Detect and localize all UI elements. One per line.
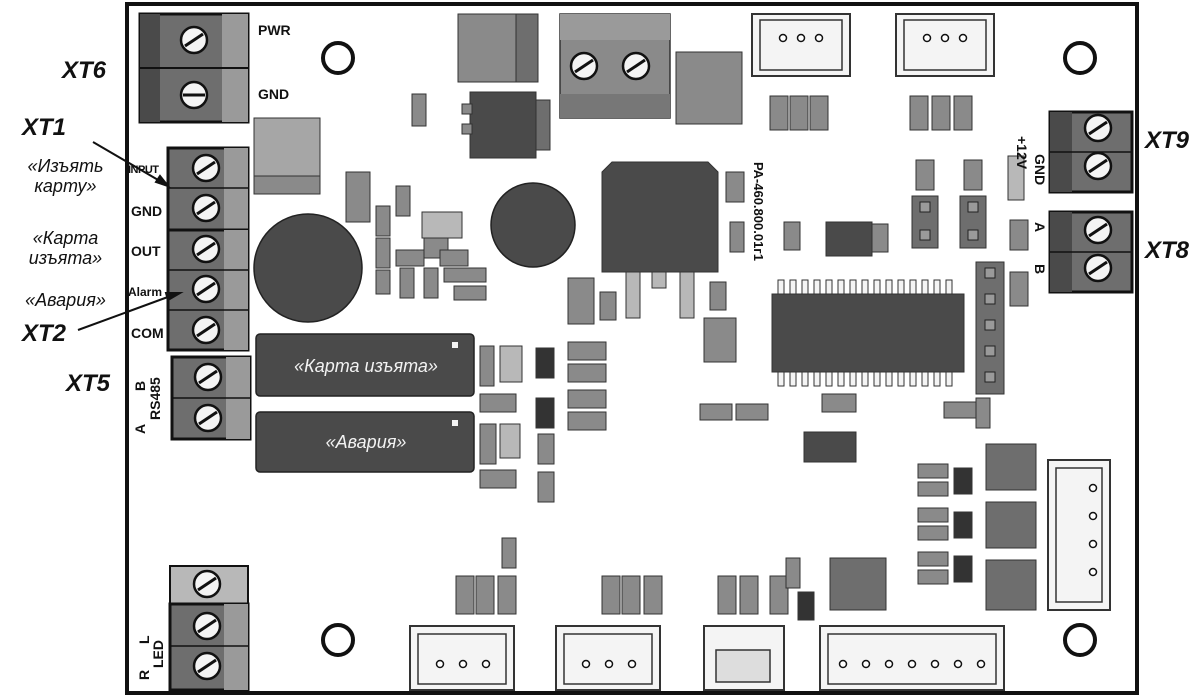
- pin-a: A: [132, 423, 148, 434]
- pin-gnd: GND: [131, 203, 163, 219]
- function-label-remove-card: «Изъять карту»: [27, 156, 104, 196]
- ic-pins: [777, 279, 953, 387]
- pin-r: R: [136, 669, 152, 680]
- pin-out: OUT: [131, 243, 161, 259]
- mounting-hole: [321, 623, 355, 657]
- mounting-hole: [1063, 623, 1097, 657]
- xt5-label: XT5: [66, 370, 111, 397]
- xt6-label: XT6: [62, 57, 107, 84]
- pin-a: A: [1032, 222, 1048, 233]
- header-pins: [919, 201, 996, 383]
- pin-gnd: GND: [258, 86, 290, 102]
- pin-alarm: Alarm: [128, 285, 163, 299]
- pin-gnd: GND: [1032, 154, 1048, 186]
- leader-lines: [77, 141, 184, 331]
- xt1-label: XT1: [22, 114, 67, 141]
- xt8-label: XT8: [1145, 237, 1190, 264]
- pin-pwr: PWR: [258, 22, 291, 38]
- led-label: LED: [150, 640, 166, 668]
- led-terminal: [168, 565, 250, 692]
- relay-label-alarm: «Авария»: [325, 432, 407, 452]
- xt2-label: XT2: [22, 320, 67, 347]
- function-label-alarm: «Авария»: [25, 290, 106, 310]
- xt9-label: XT9: [1145, 127, 1190, 154]
- pin-input: INPUT: [128, 164, 159, 176]
- pin-b: B: [132, 380, 148, 391]
- part-number: РА-460.800.01г1: [751, 162, 766, 261]
- jst-pins: [435, 33, 1098, 669]
- pin-b: B: [1032, 264, 1048, 275]
- function-label-card-removed: «Карта изъята»: [28, 228, 103, 268]
- components: [253, 13, 1111, 691]
- rs485-label: RS485: [147, 377, 163, 420]
- relays: [255, 333, 475, 473]
- pin-com: COM: [131, 325, 164, 341]
- xt9-terminal: [1048, 110, 1134, 194]
- xt8-terminal: [1048, 210, 1134, 294]
- pin-12v: +12V: [1014, 136, 1030, 170]
- mounting-holes: [321, 41, 1097, 657]
- mounting-hole: [1063, 41, 1097, 75]
- xt5-terminal: [170, 355, 252, 441]
- mounting-hole: [321, 41, 355, 75]
- xt1-xt2-terminal: [166, 146, 250, 352]
- power-terminal-top: [559, 13, 671, 119]
- relay-label-card-removed: «Карта изъята»: [294, 356, 438, 376]
- xt6-terminal: [138, 12, 250, 124]
